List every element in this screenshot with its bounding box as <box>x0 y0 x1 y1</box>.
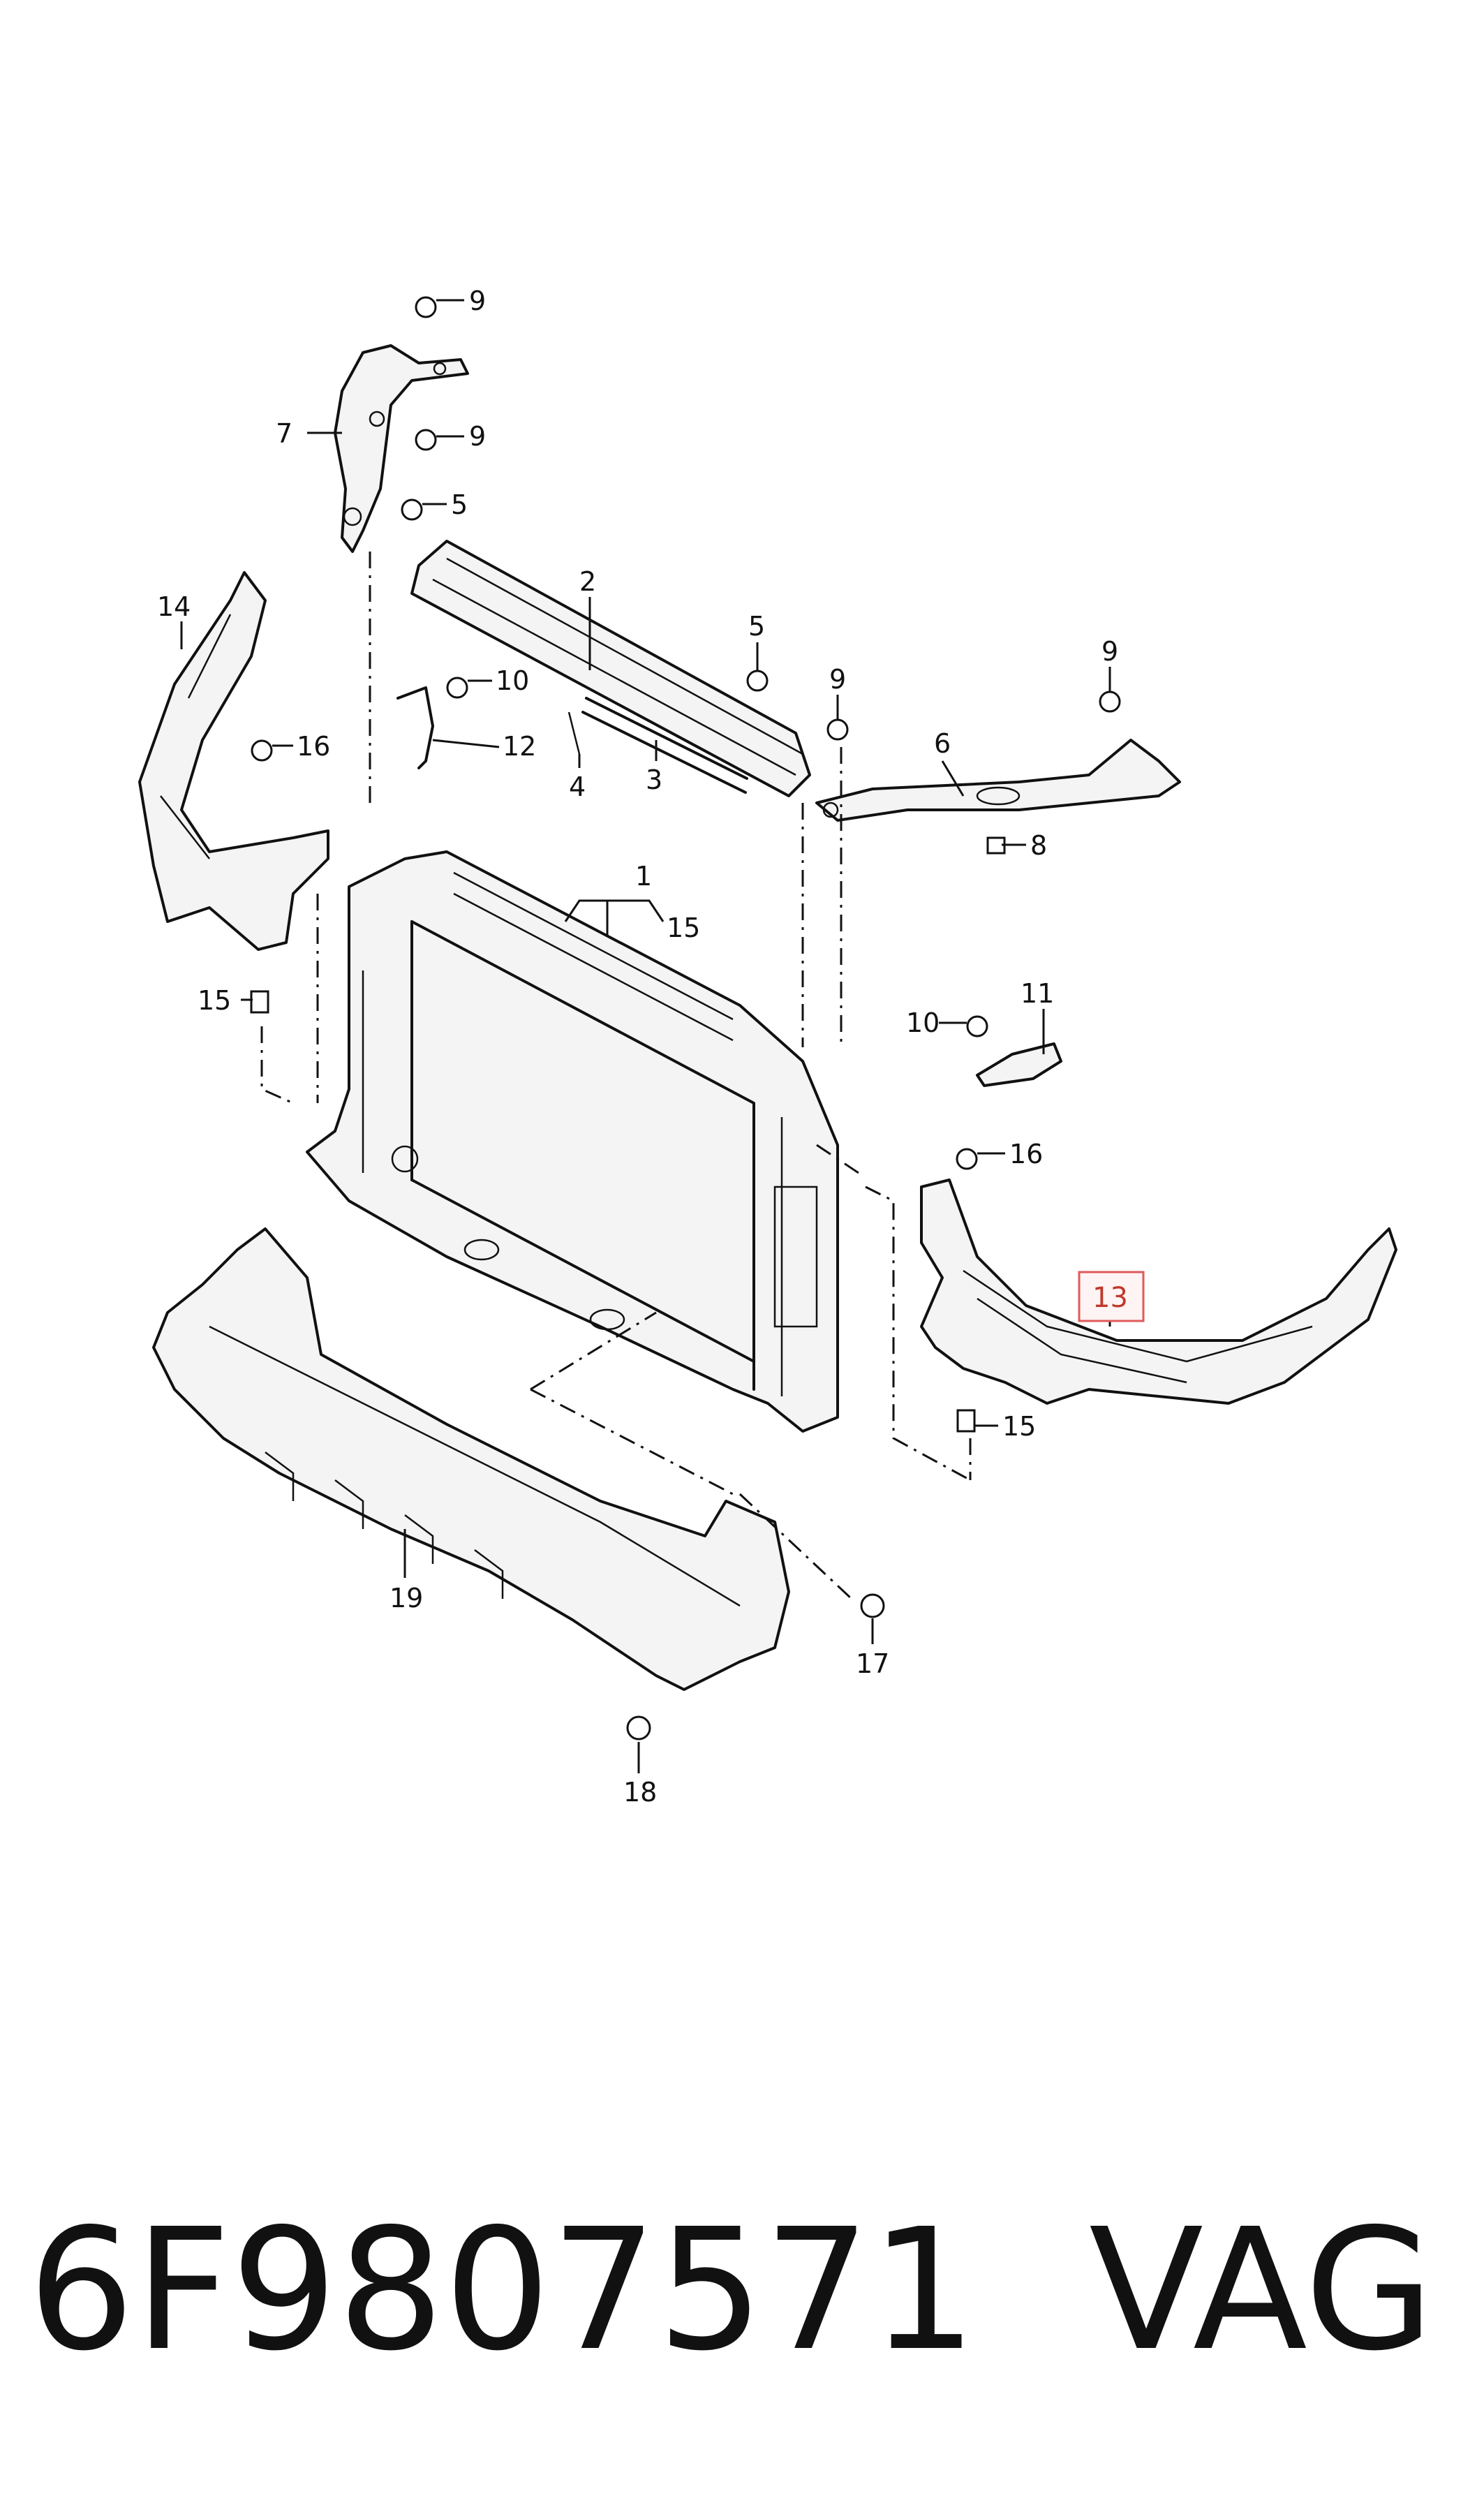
callout-13: 13 <box>1092 1282 1128 1314</box>
callout-2: 2 <box>579 566 596 597</box>
callout-17: 17 <box>856 1648 889 1679</box>
callout-16: 16 <box>1009 1139 1043 1169</box>
callout-13-highlight[interactable]: 13 <box>1078 1271 1145 1322</box>
callout-11: 11 <box>1021 978 1054 1009</box>
callout-labels: 9 7 9 5 2 14 5 9 9 10 12 16 6 4 3 8 1 15… <box>157 286 1118 1808</box>
part-11-bracket <box>976 1042 1062 1087</box>
callout-9: 9 <box>469 421 486 452</box>
highlight-box <box>1078 1271 1145 1322</box>
callout-9: 9 <box>829 664 846 695</box>
leader-lines <box>180 299 1111 1773</box>
callout-4: 4 <box>569 771 586 802</box>
part-7-bracket <box>334 344 469 553</box>
callout-1: 1 <box>635 861 652 892</box>
fasteners <box>250 296 1121 1741</box>
brand-name: VAG <box>1089 2192 1434 2388</box>
part-2-upper-rail <box>410 540 811 797</box>
callout-15: 15 <box>1002 1411 1036 1442</box>
callout-19: 19 <box>389 1583 423 1613</box>
part-14-left-guide <box>138 571 329 951</box>
callout-12: 12 <box>503 731 536 762</box>
callout-6: 6 <box>934 728 951 759</box>
assembly-guides <box>260 552 972 1600</box>
callout-18: 18 <box>623 1777 657 1808</box>
part-12-bracket <box>396 686 434 769</box>
callout-14: 14 <box>157 591 191 622</box>
part-3-strip <box>581 697 748 794</box>
callout-9: 9 <box>469 286 486 316</box>
part-6-arm <box>815 739 1181 822</box>
part-13-right-guide <box>920 1179 1397 1405</box>
callout-9: 9 <box>1101 636 1118 667</box>
callout-15: 15 <box>667 913 700 943</box>
callout-5: 5 <box>451 489 468 520</box>
callout-3: 3 <box>646 764 662 795</box>
part-1-lock-carrier <box>306 850 839 1433</box>
part-19-lower-rail <box>152 1227 790 1691</box>
callout-10: 10 <box>906 1007 940 1038</box>
callout-8: 8 <box>1030 830 1047 861</box>
callout-16: 16 <box>297 731 330 762</box>
callout-5: 5 <box>748 611 765 642</box>
callout-10: 10 <box>496 665 529 696</box>
callout-15: 15 <box>198 985 231 1016</box>
callout-7: 7 <box>276 418 292 449</box>
part-number: 6F9807571 <box>28 2192 977 2388</box>
